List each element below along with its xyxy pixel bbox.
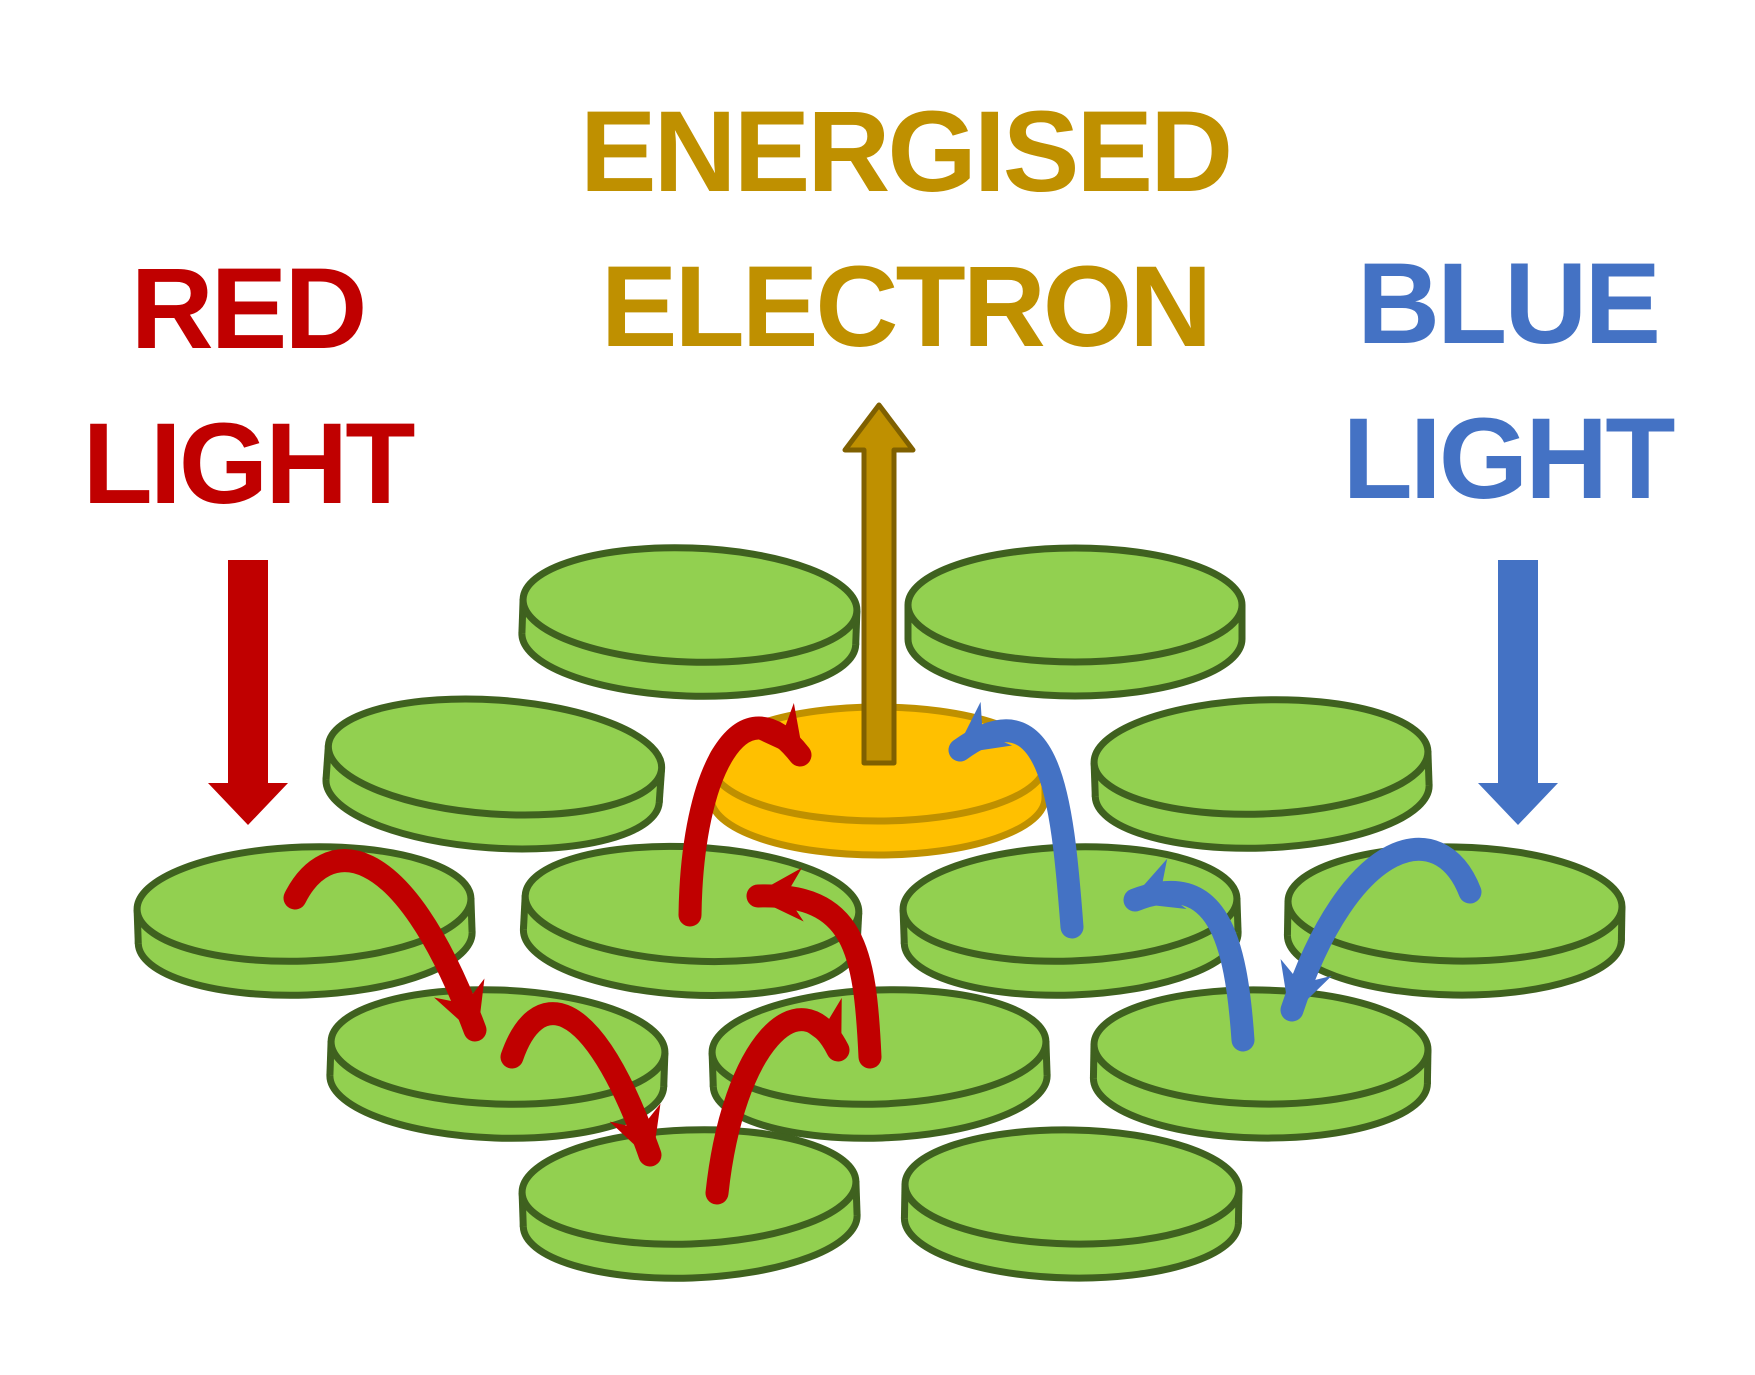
energised-electron-label-line2: ELECTRON <box>600 243 1213 371</box>
red-light-arrow <box>208 560 288 825</box>
red-energy-hop-4 <box>746 867 882 1069</box>
chlorophyll-disc-r1-2 <box>904 544 1246 700</box>
chlorophyll-disc-r1-1 <box>518 544 861 700</box>
energised-electron-arrow <box>842 402 916 766</box>
blue-energy-hop-2 <box>1123 858 1255 1052</box>
blue-light-label: BLUE LIGHT <box>1205 227 1755 537</box>
energy-transfer-hops <box>283 701 1482 1205</box>
red-light-label: RED LIGHT <box>0 232 500 542</box>
chlorophyll-disc-r4-3 <box>1089 986 1432 1142</box>
blue-light-label-line1: BLUE <box>1356 240 1661 368</box>
red-energy-hop-5 <box>678 703 812 927</box>
energised-electron-label: ENERGISED ELECTRON <box>505 75 1305 385</box>
chlorophyll-disc-r5-2 <box>900 1126 1243 1282</box>
light-and-electron-arrows <box>208 402 1558 825</box>
blue-energy-hop-3 <box>948 701 1084 939</box>
red-light-label-line1: RED <box>130 245 368 373</box>
red-energy-hop-1 <box>283 849 487 1042</box>
red-energy-hop-2 <box>500 1002 662 1167</box>
chlorophyll-disc-r2-2 <box>1090 696 1433 852</box>
blue-energy-hop-1 <box>1280 837 1482 1022</box>
blue-light-arrow <box>1478 560 1558 825</box>
red-light-label-line2: LIGHT <box>82 400 416 528</box>
chlorophyll-disc-r5-1 <box>518 1126 861 1282</box>
red-energy-hop-3 <box>705 997 850 1205</box>
blue-light-label-line2: LIGHT <box>1342 395 1676 523</box>
energised-electron-label-line1: ENERGISED <box>579 88 1233 216</box>
chlorophyll-disc-r2-1 <box>322 695 666 853</box>
